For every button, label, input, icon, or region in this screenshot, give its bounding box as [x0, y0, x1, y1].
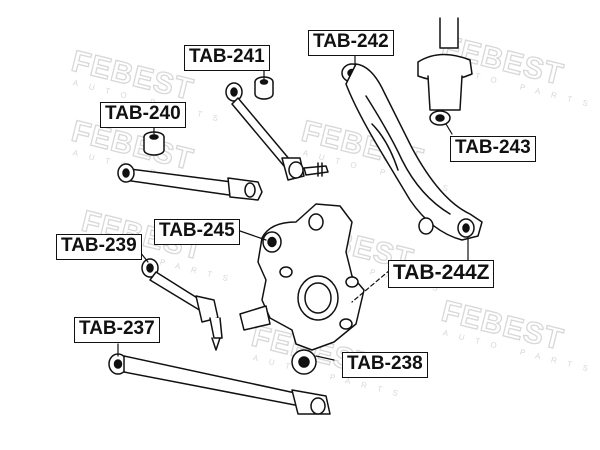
part-label-tab-238: TAB-238: [342, 352, 428, 378]
part-label-tab-237: TAB-237: [74, 317, 160, 343]
part-label-tab-241: TAB-241: [184, 45, 270, 71]
parts-layer: [108, 17, 483, 415]
control-arm-242: [341, 63, 483, 241]
adjustable-link-239: [141, 258, 223, 351]
part-label-tab-243: TAB-243: [450, 136, 536, 162]
bushing-241: [254, 76, 274, 100]
bushing-240: [143, 131, 165, 156]
link-arm-240: [117, 163, 263, 201]
watermark: FEBEST AUTO PARTS: [438, 294, 600, 376]
adjustable-link-241: [225, 82, 329, 181]
part-label-tab-244z: TAB-244Z: [388, 260, 495, 288]
part-label-tab-242: TAB-242: [308, 30, 394, 56]
part-label-tab-245: TAB-245: [154, 219, 240, 245]
part-label-tab-240: TAB-240: [100, 102, 186, 128]
knuckle-245: [239, 203, 365, 375]
part-label-tab-239: TAB-239: [56, 234, 142, 260]
strut-243: [417, 17, 473, 126]
